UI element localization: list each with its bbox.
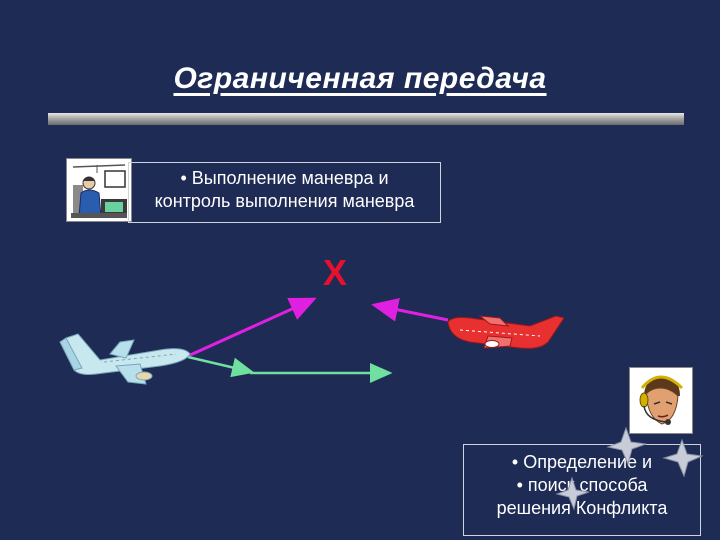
route-arrow-segment-1 [187, 355, 255, 378]
title-divider-bar [48, 113, 684, 125]
conflict-x-mark: X [323, 252, 348, 293]
sparkle-star-icon [555, 426, 704, 511]
resolution-line-1: • Определение и [511, 452, 653, 472]
resolution-line-3: решения Конфликта [496, 498, 668, 518]
pilot-headset-icon [629, 367, 693, 434]
maneuver-line-2: контроль выполнения маневра [154, 191, 415, 211]
right-airplane-icon [447, 315, 565, 349]
left-maneuver-arrow [187, 297, 317, 358]
maneuver-line-1: • Выполнение маневра и [180, 168, 389, 188]
maneuver-execution-box: • Выполнение маневра и контроль выполнен… [128, 162, 441, 223]
conflict-resolution-box: • Определение и • поиск способа решения … [463, 444, 701, 536]
slide-title: Ограниченная передача [173, 62, 547, 95]
right-maneuver-arrow [371, 298, 449, 322]
resolution-line-2: • поиск способа [516, 475, 648, 495]
left-airplane-icon [59, 333, 191, 385]
air-traffic-controller-icon [66, 158, 132, 222]
